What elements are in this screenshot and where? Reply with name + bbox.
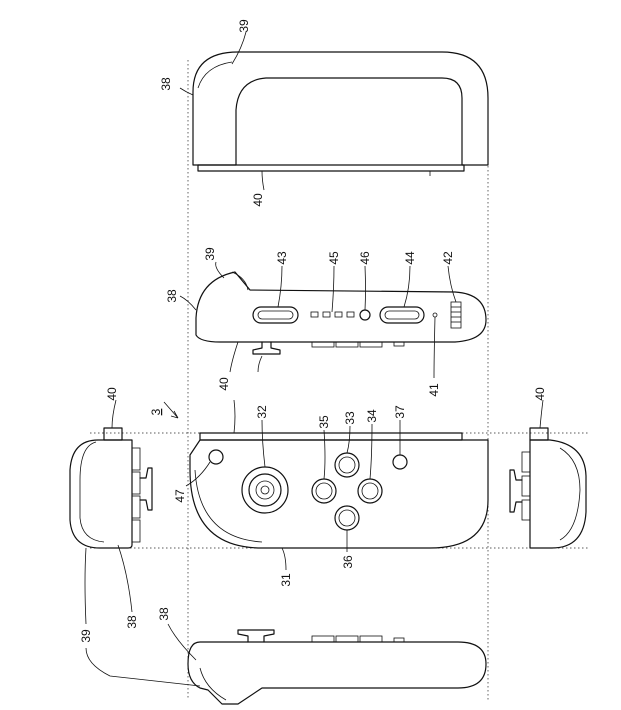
label-38: 38 <box>157 607 171 621</box>
controller-left-end-view <box>69 427 153 549</box>
label-32: 32 <box>255 405 269 419</box>
label-39: 39 <box>203 247 217 261</box>
label-33: 33 <box>343 411 357 425</box>
label-40: 40 <box>533 387 547 401</box>
label-46: 46 <box>358 251 372 265</box>
label-40: 40 <box>251 193 265 207</box>
controller-front-view <box>189 432 489 549</box>
label-38: 38 <box>159 77 173 91</box>
label-39: 39 <box>79 629 93 643</box>
label-42: 42 <box>441 251 455 265</box>
label-39: 39 <box>237 19 251 33</box>
leader-lines <box>84 31 544 687</box>
label-41: 41 <box>427 383 441 397</box>
label-47: 47 <box>173 489 187 503</box>
controller-bottom-view <box>187 629 487 705</box>
assembly-arrow <box>163 401 179 419</box>
label-45: 45 <box>327 251 341 265</box>
controller-side-view <box>195 271 487 355</box>
projection-lines <box>90 60 590 700</box>
label-31: 31 <box>279 573 293 587</box>
label-37: 37 <box>393 405 407 419</box>
label-44: 44 <box>403 251 417 265</box>
label-40: 40 <box>217 377 231 391</box>
grip-top-view <box>192 51 489 176</box>
label-36: 36 <box>341 555 355 569</box>
label-38: 38 <box>125 615 139 629</box>
reference-labels: 39 38 40 39 38 43 45 46 44 42 40 41 40 4… <box>79 19 547 643</box>
label-34: 34 <box>365 409 379 423</box>
label-35: 35 <box>317 415 331 429</box>
controller-right-end-view <box>509 427 587 549</box>
assembly-ref-3: 3 <box>149 408 163 415</box>
label-38: 38 <box>165 289 179 303</box>
label-43: 43 <box>275 251 289 265</box>
label-40: 40 <box>105 387 119 401</box>
